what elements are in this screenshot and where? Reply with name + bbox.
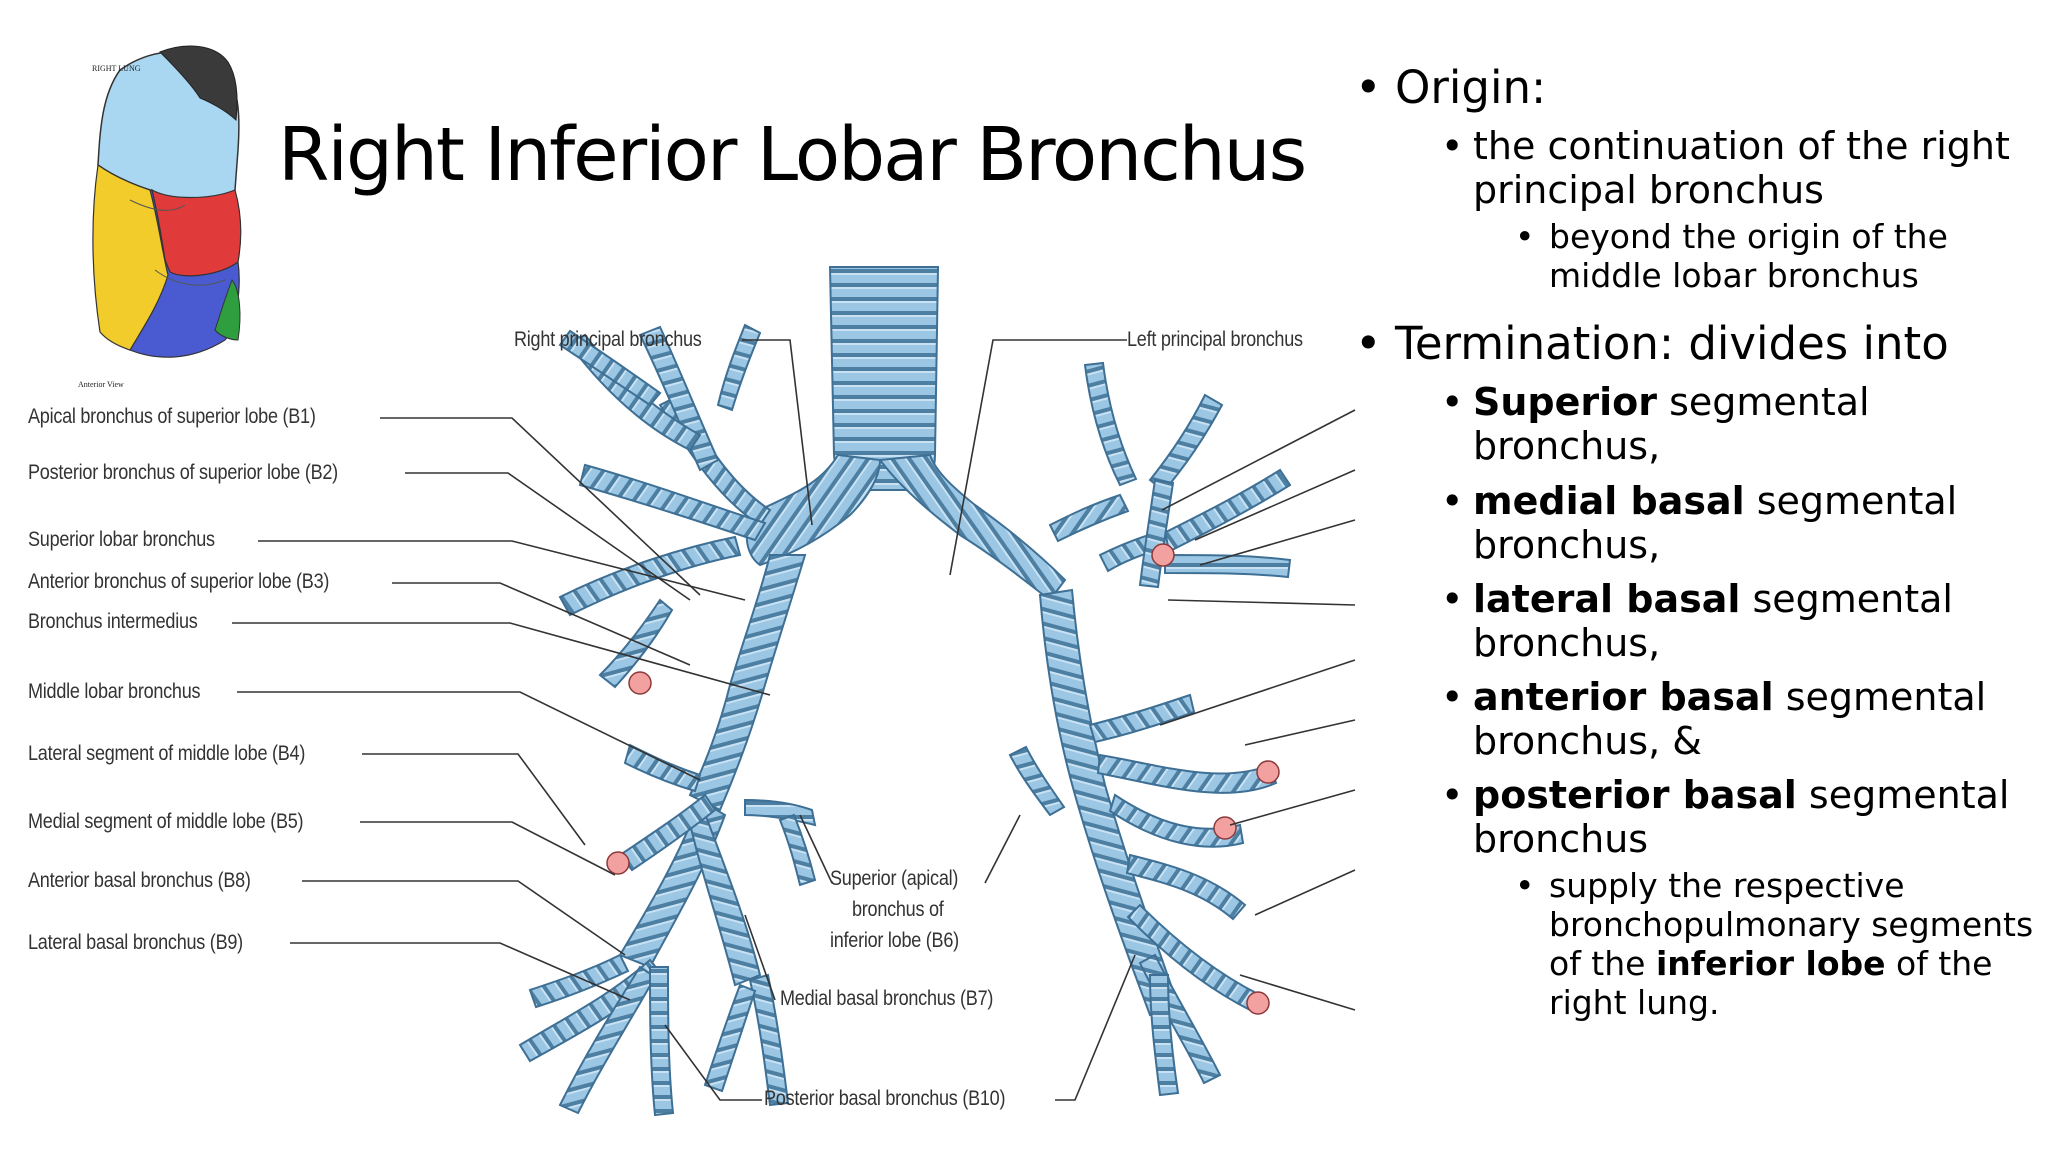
bronchus-intermedius-shape [688,554,807,812]
right-upper-branches [558,323,772,689]
supply-text-after: of the right lung. [1549,944,1993,1022]
bronchial-tree-diagram: Right principal bronchus Left principal … [0,255,1360,1152]
lung-apex [159,45,238,122]
bullet-list: • Origin: • the continuation of the righ… [1355,61,2045,1023]
right-lung-thumbnail [92,45,242,358]
bullet-termination-item: • Superior segmental bronchus, [1355,380,2045,468]
bullet-origin: • Origin: [1355,61,2045,114]
label-b1: Apical bronchus of superior lobe (B1) [28,405,316,428]
bronchial-tree-illustration [232,266,1356,1117]
bullet-termination-item: • lateral basal segmental bronchus, [1355,577,2045,665]
bullet-dot: • [1355,61,1382,114]
bullet-dot: • [1441,674,1464,719]
label-right-principal-bronchus: Right principal bronchus [514,328,702,351]
left-principal-bronchus-shape [878,453,1067,602]
bullet-dot: • [1515,217,1535,257]
termination-item-rest: segmental bronchus, [1473,478,1958,567]
origin-heading: Origin: [1395,61,1547,114]
supply-text-bold: inferior lobe [1655,944,1886,984]
bullet-dot: • [1441,773,1464,818]
bullet-supply: • supply the respective bronchopulmonary… [1355,866,2045,1023]
label-bronchus-intermedius: Bronchus intermedius [28,610,198,633]
termination-item-bold: posterior basal [1473,773,1797,818]
termination-item-rest: segmental bronchus, [1473,576,1953,665]
label-b3: Anterior bronchus of superior lobe (B3) [28,570,330,593]
bullet-dot: • [1515,866,1535,906]
right-lower-branches [518,743,817,1117]
bullet-dot: • [1441,478,1464,523]
lung-green [214,279,241,341]
termination-item-bold: anterior basal [1473,674,1774,719]
lung-middle-red [151,188,242,277]
termination-heading: Termination: divides into [1395,317,1949,371]
termination-item-rest: segmental bronchus, & [1473,674,1987,763]
left-lower-branches [1008,693,1278,1097]
bullet-dot: • [1441,124,1464,169]
label-superior-lobar-bronchus: Superior lobar bronchus [28,528,215,551]
termination-item-bold: Superior [1473,380,1658,425]
termination-item-bold: lateral basal [1473,576,1741,621]
termination-item-rest: segmental bronchus, [1473,380,1870,469]
bullet-termination-item: • medial basal segmental bronchus, [1355,479,2045,567]
label-b6-line2: bronchus of [852,898,944,921]
leader-lines [232,339,1356,1101]
label-middle-lobar-bronchus: Middle lobar bronchus [28,680,201,703]
supply-text-before: supply the respective bronchopulmonary s… [1549,866,2034,984]
bullet-origin-subitem: • beyond the origin of the middle lobar … [1355,217,2045,296]
origin-subitem-text: beyond the origin of the middle lobar br… [1549,217,1948,296]
label-b2: Posterior bronchus of superior lobe (B2) [28,461,338,484]
label-b6-line3: inferior lobe (B6) [830,929,959,952]
label-left-principal-bronchus: Left principal bronchus [1127,328,1303,351]
slide-title: Right Inferior Lobar Bronchus [278,112,1307,198]
origin-item-text: the continuation of the right principal … [1473,124,2010,213]
bullet-origin-item: • the continuation of the right principa… [1355,124,2045,212]
label-b5: Medial segment of middle lobe (B5) [28,810,304,833]
bullet-termination-item: • anterior basal segmental bronchus, & [1355,675,2045,763]
termination-item-bold: medial basal [1473,478,1745,523]
cut-ends [606,543,1280,1015]
right-principal-bronchus-shape [745,453,882,567]
thumbnail-title: RIGHT LUNG [92,64,141,73]
label-b10: Posterior basal bronchus (B10) [764,1087,1006,1110]
bullet-dot: • [1441,380,1464,425]
lung-yellow [92,163,169,351]
bullet-termination-item: • posterior basal segmental bronchus [1355,773,2045,861]
label-b4: Lateral segment of middle lobe (B4) [28,742,306,765]
bullet-termination: • Termination: divides into [1355,318,2045,370]
bullet-dot: • [1441,576,1464,621]
termination-item-rest: segmental bronchus [1473,773,2010,862]
label-b6-line1: Superior (apical) [830,867,959,890]
thumbnail-view-caption: Anterior View [78,380,124,389]
label-b8: Anterior basal bronchus (B8) [28,869,251,892]
label-b9: Lateral basal bronchus (B9) [28,931,243,954]
bullet-dot: • [1355,317,1382,371]
label-b7: Medial basal bronchus (B7) [780,987,994,1010]
left-upper-branches [1048,361,1292,589]
